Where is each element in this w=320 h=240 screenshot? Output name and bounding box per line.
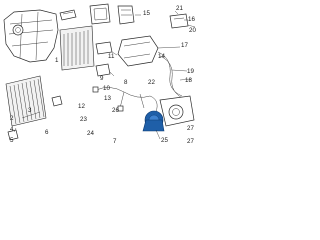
callout-23: 23 — [80, 116, 87, 123]
access-cover — [89, 3, 111, 25]
callout-2: 2 — [10, 115, 14, 122]
callout-27-lower: 27 — [187, 138, 194, 145]
control-module — [169, 13, 189, 29]
leader-lines — [13, 10, 196, 140]
callout-15: 15 — [143, 10, 150, 17]
blower-housing — [159, 95, 195, 127]
callout-10: 10 — [103, 85, 110, 92]
callout-4: 4 — [10, 126, 14, 133]
mounting-clip — [7, 129, 19, 141]
callout-21: 21 — [176, 5, 183, 12]
callout-9: 9 — [100, 75, 104, 82]
callout-14: 14 — [158, 53, 165, 60]
callout-16: 16 — [188, 16, 195, 23]
hvac-housing — [3, 9, 59, 63]
hose-assembly — [157, 51, 185, 100]
blower-motor-highlight — [142, 110, 165, 132]
callout-13: 13 — [104, 95, 111, 102]
callout-6: 6 — [45, 129, 49, 136]
callout-12: 12 — [78, 103, 85, 110]
heater-core — [59, 25, 95, 71]
callout-25: 25 — [161, 137, 168, 144]
callout-7: 7 — [113, 138, 117, 145]
housing-bracket — [117, 5, 135, 25]
actuator — [95, 63, 111, 77]
callout-22: 22 — [148, 79, 155, 86]
callout-8: 8 — [124, 79, 128, 86]
callout-27: 27 — [187, 125, 194, 132]
callout-3: 3 — [28, 107, 32, 114]
callout-26: 26 — [112, 107, 119, 114]
callout-24: 24 — [87, 130, 94, 137]
expansion-valve — [51, 95, 63, 107]
filter-frame — [59, 9, 77, 21]
callout-1: 1 — [55, 57, 59, 64]
hvac-assembly-diagram: 15 21 16 20 17 14 11 1 19 9 18 8 22 10 1… — [3, 3, 196, 145]
wiring-harness — [92, 86, 158, 113]
callout-20: 20 — [189, 27, 196, 34]
callout-19: 19 — [187, 68, 194, 75]
callout-18: 18 — [185, 77, 192, 84]
callout-5: 5 — [10, 137, 14, 144]
callout-11: 11 — [108, 53, 115, 60]
callout-17: 17 — [181, 42, 188, 49]
air-duct — [117, 35, 159, 67]
